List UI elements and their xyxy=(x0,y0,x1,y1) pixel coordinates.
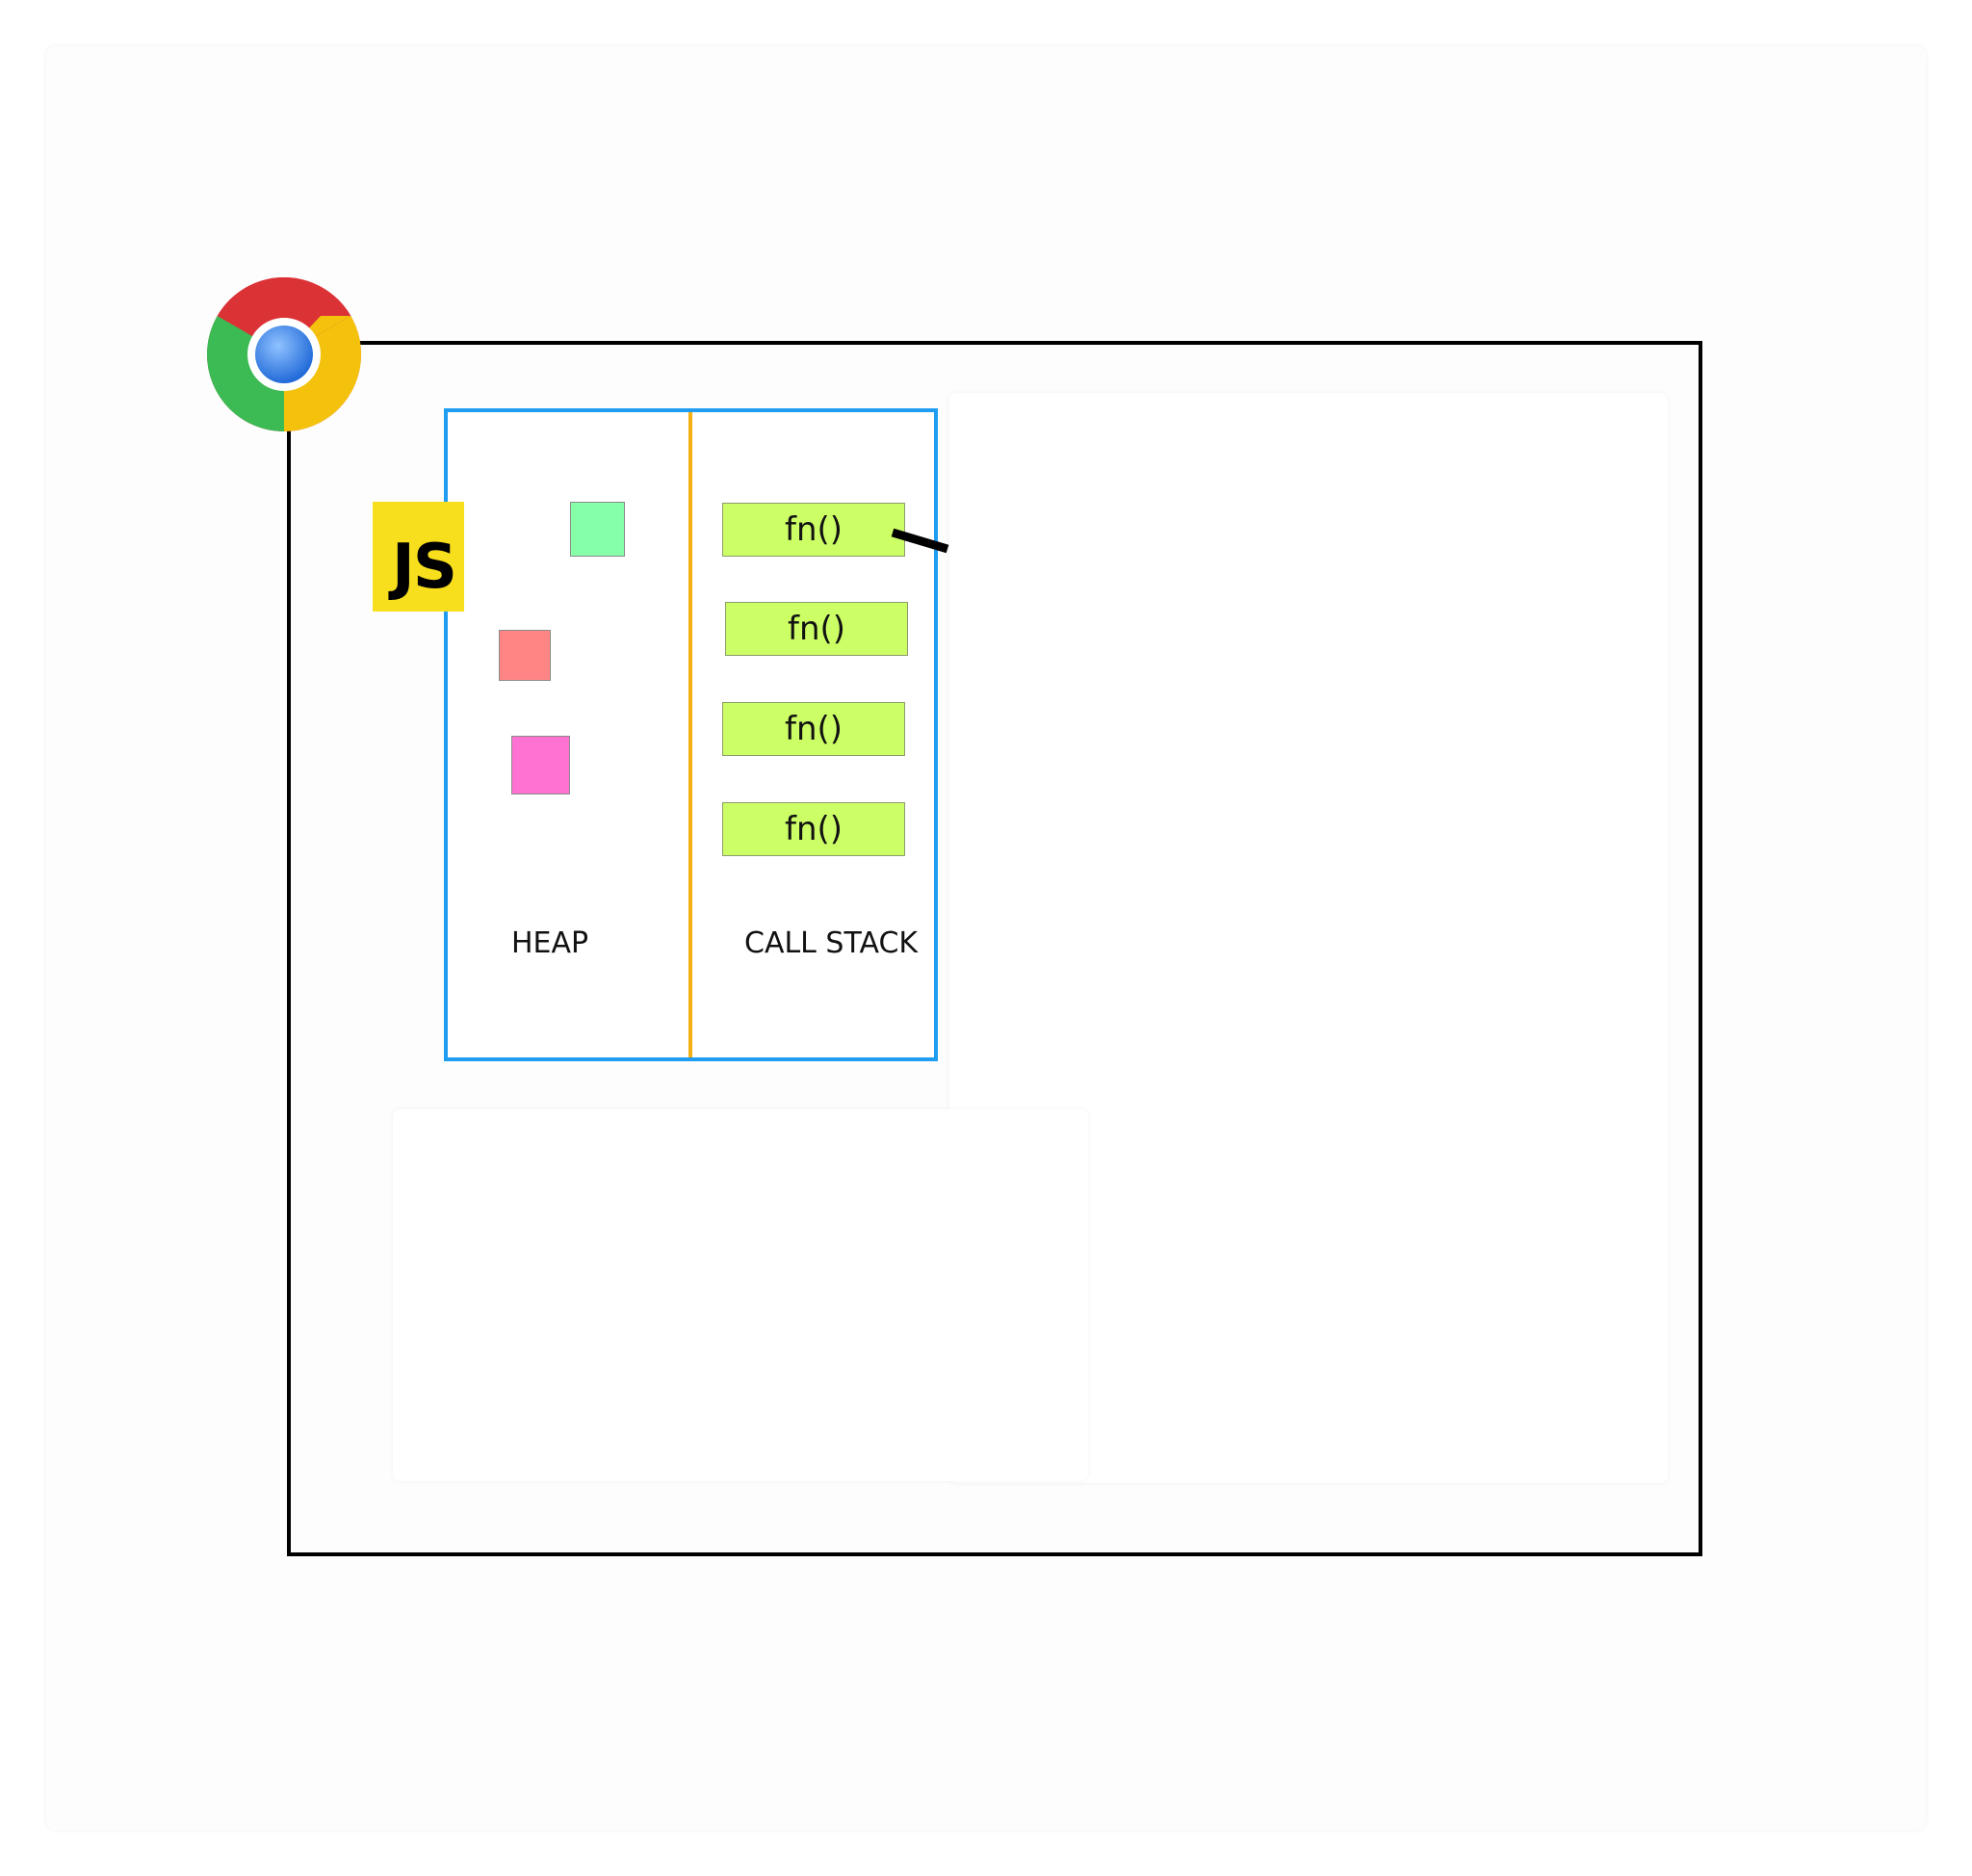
call-stack-frame: fn() xyxy=(722,503,905,557)
connector-line xyxy=(891,528,949,554)
heap-label: HEAP xyxy=(511,926,589,960)
callback-queue-panel xyxy=(393,1109,1088,1481)
call-stack-frame-label: fn() xyxy=(787,610,846,648)
call-stack-frame: fn() xyxy=(725,602,908,656)
call-stack-frame: fn() xyxy=(722,802,905,856)
javascript-logo-text: JS xyxy=(392,532,457,603)
heap-object xyxy=(499,630,551,681)
call-stack-frame-label: fn() xyxy=(784,810,843,848)
javascript-logo: JS xyxy=(373,502,464,612)
call-stack-label: CALL STACK xyxy=(744,926,919,960)
heap-object xyxy=(570,502,625,557)
heap-object xyxy=(511,736,570,795)
call-stack-frame: fn() xyxy=(722,702,905,756)
heap-stack-divider xyxy=(688,412,692,1057)
call-stack-frame-label: fn() xyxy=(784,710,843,748)
chrome-logo-icon xyxy=(206,276,362,431)
browser-runtime-frame xyxy=(287,341,1702,1556)
call-stack-frame-label: fn() xyxy=(784,510,843,549)
